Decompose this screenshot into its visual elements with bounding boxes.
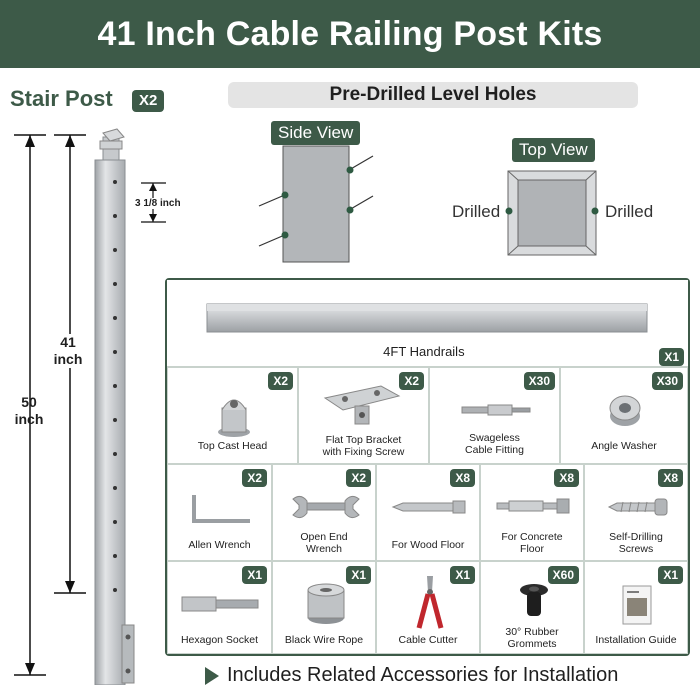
guide-icon xyxy=(622,585,652,625)
footer-note: Includes Related Accessories for Install… xyxy=(205,664,618,687)
post-height-value: 41 xyxy=(60,334,76,350)
item-cell-swageless-fitting: X30 Swageless Cable Fitting xyxy=(429,367,560,464)
item-label: Open End Wrench xyxy=(300,531,348,555)
hex-socket-icon xyxy=(181,596,259,612)
stair-post-title: Stair Post xyxy=(10,86,113,111)
top-view-illustration xyxy=(505,170,599,256)
item-label: Flat Top Bracket with Fixing Screw xyxy=(322,434,405,458)
item-cell-allen-wrench: X2 Allen Wrench xyxy=(167,464,272,561)
item-cell-rubber-grommets: X60 30° Rubber Grommets xyxy=(480,561,584,654)
page-title: 41 Inch Cable Railing Post Kits xyxy=(97,14,603,53)
item-label: Installation Guide xyxy=(595,634,677,646)
wood-screw-icon xyxy=(391,500,466,514)
item-cell-hex-socket: X1 Hexagon Socket xyxy=(167,561,272,654)
kit-contents-panel: 4FT Handrails X1 X2 Top Cast Head X2 Fla… xyxy=(165,278,690,656)
item-cell-wood-screw: X8 For Wood Floor xyxy=(376,464,480,561)
item-cell-top-cast-head: X2 Top Cast Head xyxy=(167,367,298,464)
item-label: Hexagon Socket xyxy=(180,634,259,646)
allen-wrench-icon xyxy=(192,495,250,523)
qty-badge: X2 xyxy=(268,372,293,390)
post-height-unit: inch xyxy=(53,351,83,367)
top-view-tag: Top View xyxy=(512,138,595,162)
handrail-cell: 4FT Handrails X1 xyxy=(167,280,688,367)
bracket-icon xyxy=(323,385,401,425)
item-label: Angle Washer xyxy=(591,440,657,452)
qty-badge: X1 xyxy=(346,566,371,584)
handrail-label: 4FT Handrails xyxy=(383,344,465,359)
qty-badge: X30 xyxy=(651,372,683,390)
item-label: For Wood Floor xyxy=(391,539,465,551)
item-cell-wire-rope: X1 Black Wire Rope xyxy=(272,561,376,654)
grommet-icon xyxy=(520,584,548,616)
item-label: 30° Rubber Grommets xyxy=(505,626,559,650)
qty-badge: X2 xyxy=(399,372,424,390)
hole-spacing-label: 3 1/8 inch xyxy=(134,198,182,209)
item-cell-installation-guide: X1 Installation Guide xyxy=(584,561,688,654)
qty-badge: X30 xyxy=(523,372,555,390)
item-cell-self-drilling-screw: X8 Self-Drilling Screws xyxy=(584,464,688,561)
qty-badge: X1 xyxy=(450,566,475,584)
qty-badge: X2 xyxy=(242,469,267,487)
footer-text: Includes Related Accessories for Install… xyxy=(227,664,619,686)
stair-post-illustration xyxy=(14,128,166,685)
item-label: For Concrete Floor xyxy=(501,531,563,555)
qty-badge: X8 xyxy=(450,469,475,487)
item-label: Self-Drilling Screws xyxy=(609,531,663,555)
item-label: Allen Wrench xyxy=(188,539,251,551)
side-view-tag: Side View xyxy=(271,121,361,145)
stair-post-qty-badge: X2 xyxy=(132,90,165,112)
handrail-qty-badge: X1 xyxy=(659,348,684,366)
item-cell-open-end-wrench: X2 Open End Wrench xyxy=(272,464,376,561)
item-cell-angle-washer: X30 Angle Washer xyxy=(560,367,688,464)
self-drill-screw-icon xyxy=(607,498,668,516)
cast-head-icon xyxy=(218,399,250,437)
total-height-value: 50 xyxy=(21,394,37,410)
total-height-unit: inch xyxy=(14,411,44,427)
item-cell-cable-cutter: X1 Cable Cutter xyxy=(376,561,480,654)
side-view-illustration xyxy=(258,145,374,263)
handrail-caption: 4FT Handrails X1 xyxy=(167,344,688,366)
qty-badge: X8 xyxy=(554,469,579,487)
item-label: Black Wire Rope xyxy=(284,634,364,646)
page-banner: 41 Inch Cable Railing Post Kits xyxy=(0,0,700,68)
drilled-label-left: Drilled xyxy=(452,202,501,221)
qty-badge: X1 xyxy=(658,566,683,584)
qty-badge: X1 xyxy=(242,566,267,584)
item-cell-anchor-bolt: X8 For Concrete Floor xyxy=(480,464,584,561)
item-label: Cable Cutter xyxy=(398,634,458,646)
play-arrow-icon xyxy=(205,666,219,685)
cable-fitting-icon xyxy=(461,404,531,416)
item-label: Top Cast Head xyxy=(197,440,268,452)
handrail-icon xyxy=(206,303,648,333)
qty-badge: X2 xyxy=(346,469,371,487)
wire-rope-icon xyxy=(307,583,345,624)
item-cell-flat-top-bracket: X2 Flat Top Bracket with Fixing Screw xyxy=(298,367,429,464)
qty-badge: X60 xyxy=(547,566,579,584)
qty-badge: X8 xyxy=(658,469,683,487)
pre-drilled-title: Pre-Drilled Level Holes xyxy=(228,82,638,108)
cable-cutter-icon xyxy=(416,576,444,629)
open-wrench-icon xyxy=(292,495,360,519)
anchor-bolt-icon xyxy=(496,498,570,514)
drilled-label-right: Drilled xyxy=(605,202,654,221)
item-label: Swageless Cable Fitting xyxy=(465,432,524,456)
washer-icon xyxy=(609,395,641,426)
